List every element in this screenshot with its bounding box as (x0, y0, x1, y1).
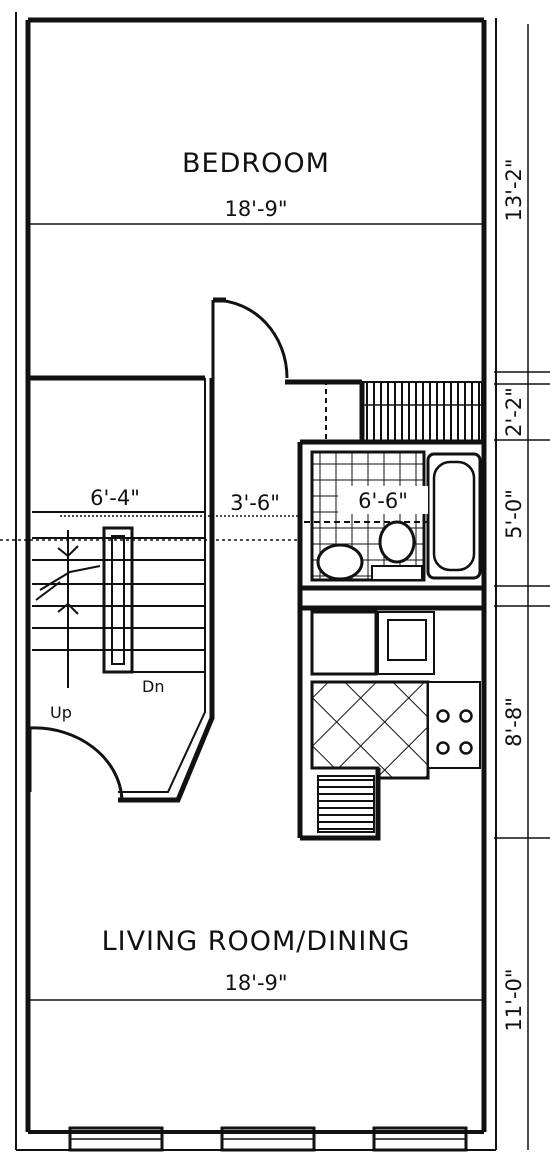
bathroom (304, 450, 482, 582)
side-dim-bath: 5'-0" (502, 489, 526, 539)
side-dim-bedroom: 13'-2" (502, 158, 526, 221)
stair-width-label: 6'-4" (90, 486, 140, 510)
bedroom-label: BEDROOM (182, 148, 330, 179)
windows (68, 1126, 468, 1152)
interior-walls (28, 375, 484, 841)
room-labels: BEDROOM 18'-9" LIVING ROOM/DINING 18'-9" (102, 148, 411, 995)
bedroom-width: 18'-9" (224, 197, 287, 221)
interior-dimension-labels: 6'-4" 3'-6" 6'-6" (68, 482, 428, 515)
kitchen (310, 610, 481, 833)
living-room-width: 18'-9" (224, 971, 287, 995)
side-dim-living: 11'-0" (502, 968, 526, 1031)
living-room-label: LIVING ROOM/DINING (102, 926, 411, 957)
closet (325, 380, 483, 443)
side-dimension-labels: 13'-2" 2'-2" 5'-0" 8'-8" 11'-0" (502, 158, 526, 1031)
stair-down-label: Dn (142, 677, 164, 696)
stair-door (28, 726, 124, 801)
stairs (32, 511, 204, 688)
stair-up-label: Up (50, 703, 72, 722)
bedroom-door (211, 297, 289, 379)
exterior-walls (15, 12, 497, 1151)
hall-width-label: 3'-6" (230, 491, 280, 515)
bath-width-label: 6'-6" (358, 489, 408, 513)
side-dim-kitchen: 8'-8" (502, 697, 526, 747)
dimension-lines (0, 24, 550, 1150)
side-dim-closet: 2'-2" (502, 387, 526, 437)
stair-labels: Up Dn (50, 677, 164, 722)
